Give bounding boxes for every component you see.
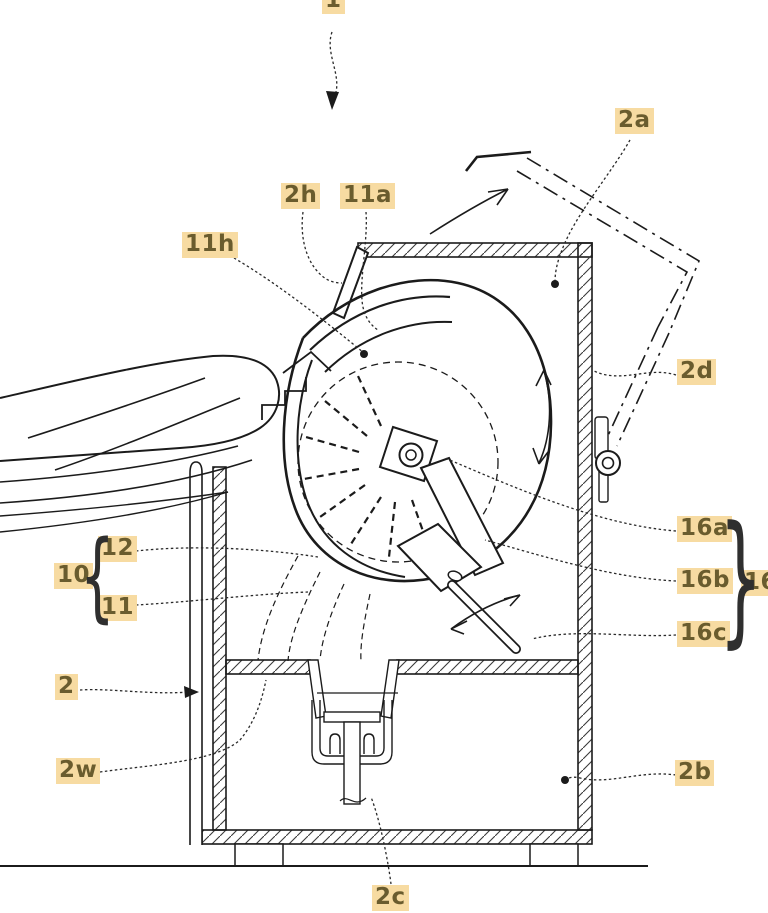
ref-label-11: 11 (98, 594, 138, 621)
drain-trap (307, 659, 400, 805)
ref-label-2c: 2c (372, 884, 409, 911)
inlet-flap (331, 245, 370, 320)
lid-open-arrow (429, 188, 509, 235)
leader-arrowheads (184, 91, 339, 698)
swing-arrow (450, 594, 521, 635)
ref-label-10: 10 (54, 562, 94, 589)
ref-label-2b: 2b (675, 759, 715, 786)
rotation-arrow (532, 369, 552, 465)
brace-group-10: { (80, 519, 115, 633)
support-arm (0, 350, 332, 533)
ref-label-16b: 16b (677, 567, 733, 594)
leader-dots (360, 280, 569, 784)
ref-label-2d: 2d (677, 358, 717, 385)
ref-label-16: 16 (741, 569, 768, 596)
ref-label-16c: 16c (677, 620, 731, 647)
lid-hinge (594, 416, 621, 503)
ref-label-2w: 2w (56, 757, 101, 784)
ref-label-2h: 2h (281, 182, 321, 209)
ref-label-11a: 11a (340, 182, 396, 209)
ref-label-16a: 16a (677, 515, 733, 542)
phantom-open-lid (464, 150, 701, 447)
link-mechanism (378, 425, 521, 654)
ref-label-2a: 2a (615, 107, 654, 134)
ref-label-2: 2 (55, 673, 78, 700)
ref-label-1: 1 (322, 0, 345, 14)
ref-label-11h: 11h (182, 231, 238, 258)
tilted-bowl (282, 278, 553, 583)
flow-lines (257, 555, 371, 662)
leader-lines (79, 31, 677, 885)
brace-group-16: } (719, 496, 763, 663)
ref-label-12: 12 (98, 535, 138, 562)
base-feet (234, 843, 579, 867)
housing-walls (189, 242, 593, 845)
